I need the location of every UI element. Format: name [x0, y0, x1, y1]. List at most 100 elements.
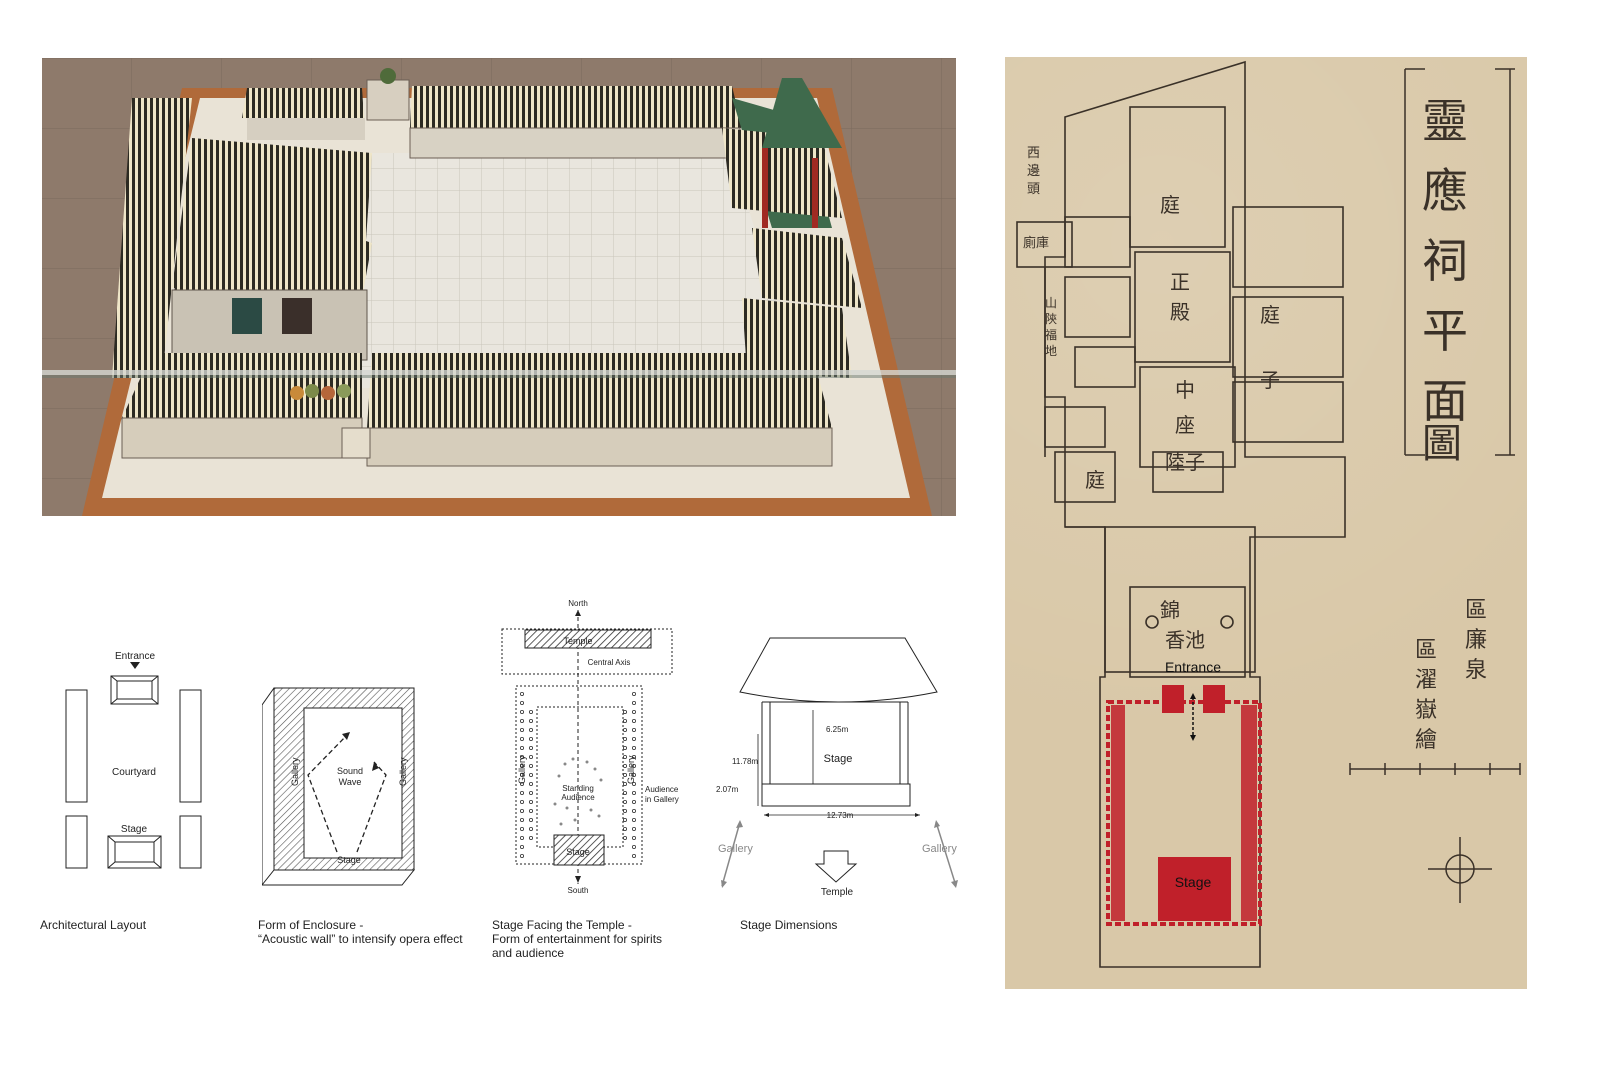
- caption-facing-line3: and audience: [492, 946, 565, 960]
- dimensions-gallery-left: Gallery: [718, 843, 753, 855]
- gallery-column-dot: [631, 817, 636, 822]
- highlight-entrance-left: [1162, 685, 1184, 713]
- gallery-column-dot: [529, 772, 534, 777]
- gallery-column-dot: [622, 754, 627, 759]
- gallery-column-dot: [622, 727, 627, 732]
- dimensions-diagram: 6.25m Stage 11.78m 2.07m 12.73m Gallery …: [716, 637, 958, 898]
- enclosure-gallery-right: Gallery: [398, 757, 408, 786]
- enclosure-stage-label: Stage: [337, 855, 361, 865]
- gallery-column-dot: [631, 692, 636, 697]
- plan-chinese-labels: 庭 正 殿 中 座 陸子 庭 子 庭 錦 香池 廁庫 西 邊 頭 山 陝 福 地: [1023, 146, 1280, 652]
- layout-diagram: Entrance Courtyard Stage: [65, 651, 202, 869]
- plan-title-char-5: 面: [1422, 374, 1468, 428]
- dimensions-temple-label: Temple: [821, 887, 854, 898]
- enclosure-gallery-left: Gallery: [290, 757, 300, 786]
- gallery-column-dot: [529, 745, 534, 750]
- facing-stage-label: Stage: [566, 847, 590, 857]
- sound-wave-label-1: Sound: [337, 766, 363, 776]
- gallery-column-dot: [529, 710, 534, 715]
- svg-text:子: 子: [1260, 368, 1280, 392]
- gallery-column-dot: [631, 719, 636, 724]
- model-photo: [42, 58, 956, 516]
- caption-facing-line2: Form of entertainment for spirits: [492, 932, 663, 946]
- layout-stage-label: Stage: [121, 824, 148, 835]
- gallery-column-dot: [519, 781, 524, 786]
- svg-text:繪: 繪: [1415, 728, 1437, 753]
- highlight-left-gallery: [1111, 705, 1125, 921]
- highlight-stage: [1158, 857, 1231, 921]
- audience-gallery-label-2: in Gallery: [645, 795, 679, 804]
- gallery-column-dot: [519, 754, 524, 759]
- audience-gallery-label-1: Audience: [645, 785, 679, 794]
- svg-text:區: 區: [1415, 638, 1437, 663]
- gallery-column-dot: [519, 701, 524, 706]
- north-label: North: [568, 599, 588, 608]
- plan-outline: [1016, 60, 1346, 968]
- caption-enclosure-line1: Form of Enclosure -: [258, 918, 364, 932]
- gallery-column-dot: [529, 826, 534, 831]
- gallery-column-dot: [529, 727, 534, 732]
- plan-drawing: 庭 正 殿 中 座 陸子 庭 子 庭 錦 香池 廁庫 西 邊 頭 山 陝 福 地…: [1016, 60, 1521, 968]
- gallery-column-dot: [529, 835, 534, 840]
- gallery-column-dot: [529, 817, 534, 822]
- gallery-column-dot: [519, 799, 524, 804]
- svg-text:邊: 邊: [1027, 164, 1040, 179]
- gallery-column-dot: [631, 808, 636, 813]
- svg-text:地: 地: [1045, 344, 1057, 358]
- gallery-column-dot: [631, 763, 636, 768]
- standing-audience-label-1: Standing: [562, 784, 594, 793]
- north-arrow-icon: [575, 610, 581, 616]
- left-lower-block: [65, 815, 88, 869]
- caption-dimensions: Stage Dimensions: [740, 918, 838, 932]
- plan-title-cartouche: 靈 應 祠 平 面 圖: [1404, 68, 1515, 467]
- gallery-column-dot: [622, 745, 627, 750]
- plan-title-char-6: 圖: [1422, 421, 1462, 467]
- dimensions-stage-label: Stage: [824, 753, 853, 765]
- svg-text:香池: 香池: [1165, 628, 1205, 652]
- south-arrow-icon: [575, 876, 581, 883]
- height-upper-label: 6.25m: [826, 725, 849, 734]
- gallery-column-dot: [519, 826, 524, 831]
- svg-text:頭: 頭: [1027, 182, 1040, 197]
- caption-enclosure-line2: “Acoustic wall” to intensify opera effec…: [258, 932, 463, 946]
- caption-enclosure: Form of Enclosure - “Acoustic wall” to i…: [258, 918, 463, 946]
- width-label: 12.73m: [827, 811, 854, 820]
- plan-scale-bar: [1349, 763, 1521, 775]
- gallery-column-dot: [622, 763, 627, 768]
- gallery-column-dot: [622, 826, 627, 831]
- right-gallery-block: [179, 689, 202, 803]
- svg-text:濯: 濯: [1415, 668, 1437, 693]
- gallery-column-dot: [631, 799, 636, 804]
- gallery-column-dot: [529, 799, 534, 804]
- sound-wave-arrows: [307, 731, 387, 853]
- gallery-column-dot: [519, 710, 524, 715]
- right-lower-block: [179, 815, 202, 869]
- gallery-column-dot: [631, 835, 636, 840]
- gallery-column-dot: [622, 719, 627, 724]
- enclosure-courtyard: [303, 707, 403, 859]
- gallery-column-dot: [529, 790, 534, 795]
- svg-text:山: 山: [1045, 296, 1057, 310]
- gallery-column-dot: [622, 835, 627, 840]
- svg-text:殿: 殿: [1170, 300, 1190, 324]
- height-base-label: 2.07m: [716, 785, 739, 794]
- gallery-column-dot: [631, 790, 636, 795]
- svg-text:西: 西: [1027, 146, 1040, 161]
- sound-arrow-head-1: [342, 732, 350, 740]
- gallery-column-dot: [519, 727, 524, 732]
- svg-text:座: 座: [1175, 413, 1195, 437]
- gallery-column-dot: [519, 745, 524, 750]
- layout-entrance-label: Entrance: [115, 651, 155, 662]
- audience-footprints: [553, 757, 603, 826]
- gallery-column-dot: [519, 853, 524, 858]
- gallery-column-dot: [519, 763, 524, 768]
- central-axis-label: Central Axis: [588, 658, 631, 667]
- caption-facing-line1: Stage Facing the Temple -: [492, 918, 632, 932]
- gallery-column-dot: [631, 853, 636, 858]
- model-photo-illustration: [42, 58, 956, 516]
- sound-arrow-head-2: [372, 762, 379, 771]
- svg-text:庭: 庭: [1160, 193, 1180, 217]
- gallery-column-dot: [519, 692, 524, 697]
- plan-title-char-4: 平: [1422, 304, 1468, 358]
